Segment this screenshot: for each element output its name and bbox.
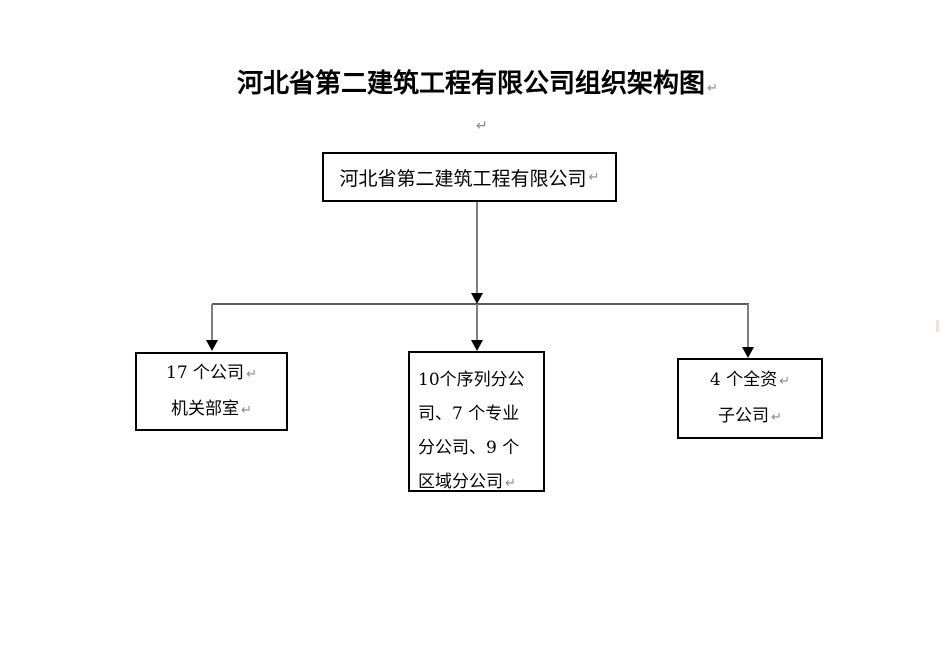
- org-box-line: 司、7 个专业: [418, 404, 520, 424]
- line-break-icon: ↵: [505, 476, 516, 491]
- line-break-icon: ↵: [779, 373, 791, 389]
- arrowhead-left: [206, 340, 218, 351]
- org-box-line: 子公司↵: [718, 405, 782, 426]
- line-break-icon: ↵: [241, 402, 252, 418]
- org-box-line: 机关部室↵: [171, 398, 252, 419]
- line-break-icon: ↵: [588, 169, 600, 185]
- org-box-line: 区域分公司↵: [418, 472, 516, 492]
- line-break-icon: ↵: [771, 409, 782, 425]
- org-box-subsidiaries[interactable]: 4 个全资↵ 子公司↵: [677, 358, 823, 439]
- org-box-line: 4 个全资↵: [709, 369, 791, 390]
- line-break-icon: ↵: [476, 118, 488, 134]
- org-box-root[interactable]: 河北省第二建筑工程有限公司↵: [322, 152, 617, 202]
- arrowhead-root: [471, 293, 483, 304]
- diagram-title-text: 河北省第二建筑工程有限公司组织架构图: [237, 69, 706, 99]
- line-break-icon: ↵: [246, 366, 257, 382]
- arrowhead-right: [742, 347, 754, 358]
- diagram-title: 河北省第二建筑工程有限公司组织架构图↵: [237, 63, 718, 100]
- line-break-icon: ↵: [707, 81, 718, 96]
- org-box-line: 17 个公司↵: [166, 362, 257, 383]
- stray-edge-mark: [936, 320, 939, 332]
- org-box-branch-companies[interactable]: 10个序列分公 司、7 个专业 分公司、9 个 区域分公司↵: [408, 351, 545, 492]
- org-box-line: 10个序列分公: [418, 370, 525, 390]
- org-box-company-offices[interactable]: 17 个公司↵ 机关部室↵: [135, 352, 288, 431]
- arrowhead-middle: [471, 340, 483, 351]
- org-box-line: 分公司、9 个: [418, 438, 520, 458]
- org-box-root-label: 河北省第二建筑工程有限公司: [339, 167, 587, 190]
